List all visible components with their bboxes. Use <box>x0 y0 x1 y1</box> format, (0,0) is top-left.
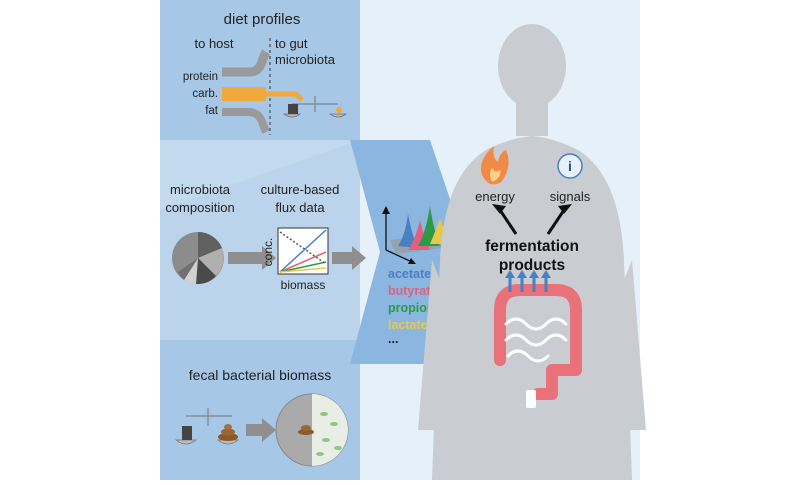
flux-label-1: culture-based <box>261 182 340 197</box>
fermentation-label-2: products <box>499 257 565 274</box>
to-signals-arrow-shaft <box>546 209 566 235</box>
composition-label-1: microbiota <box>170 182 231 197</box>
upward-flow-arrows <box>505 270 551 292</box>
info-signal-icon <box>557 153 583 179</box>
colon-icon <box>494 284 582 408</box>
nutrient-label-carb: carb. <box>192 88 218 100</box>
human-body-silhouette <box>418 24 646 480</box>
fat-flow <box>222 108 270 134</box>
signals-label: signals <box>550 189 591 204</box>
pie-to-flux-arrow <box>228 246 276 270</box>
to-host-label: to host <box>194 36 233 51</box>
flux-to-products-arrow <box>332 246 366 270</box>
protein-flow <box>222 49 270 77</box>
product-label-lactate: lactate <box>388 318 428 332</box>
stool-icon <box>218 424 238 441</box>
fermentation-label-1: fermentation <box>485 238 579 255</box>
flux-label-2: flux data <box>275 200 325 215</box>
to-gut-label: to gut <box>275 36 308 51</box>
product-label-butyrate: butyrate <box>388 284 437 298</box>
composition-label-2: composition <box>165 200 234 215</box>
product-label-acetate: acetate <box>388 267 431 281</box>
product-label-more: ... <box>388 332 398 346</box>
biomass-fraction-circle <box>275 393 349 467</box>
stool-to-biomass-arrow <box>246 418 276 442</box>
to-energy-arrow-head <box>492 204 506 214</box>
to-signals-arrow-head <box>558 204 572 214</box>
composition-pie-chart <box>172 232 224 285</box>
funnel-shade <box>160 140 360 340</box>
flux-x-axis-label: biomass <box>281 278 326 292</box>
fecal-biomass-title: fecal bacterial biomass <box>189 367 331 383</box>
fecal-balance-scale-icon <box>174 408 240 445</box>
carb-flow-tail <box>266 91 304 102</box>
microbiota-label: microbiota <box>275 52 336 67</box>
to-energy-arrow-shaft <box>498 209 518 235</box>
info-icon-glyph: i <box>568 158 572 174</box>
balance-scale-icon <box>282 96 348 118</box>
flux-y-axis-label: conc. <box>261 238 275 267</box>
diet-profiles-title: diet profiles <box>224 11 301 28</box>
nutrient-label-fat: fat <box>205 105 219 117</box>
flame-icon <box>481 146 509 185</box>
products-peaks-plot <box>382 206 456 264</box>
nutrient-label-protein: protein <box>183 71 218 83</box>
flux-mini-chart <box>277 227 329 275</box>
energy-label: energy <box>475 189 515 204</box>
